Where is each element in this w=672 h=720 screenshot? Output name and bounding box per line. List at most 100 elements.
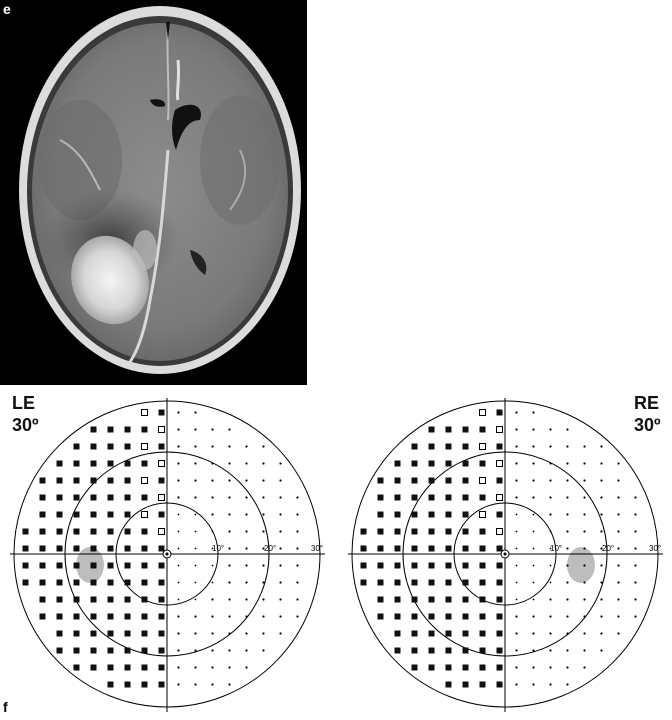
- seen-point: [194, 547, 197, 550]
- absolute-defect-point: [377, 528, 384, 535]
- absolute-defect-point: [411, 494, 418, 501]
- absolute-defect-point: [394, 562, 401, 569]
- seen-point: [549, 615, 552, 618]
- seen-point: [583, 547, 586, 550]
- seen-point: [617, 615, 620, 618]
- absolute-defect-point: [90, 477, 97, 484]
- seen-point: [245, 666, 248, 669]
- absolute-defect-point: [158, 409, 165, 416]
- absolute-defect-point: [56, 613, 63, 620]
- seen-point: [549, 445, 552, 448]
- seen-point: [617, 513, 620, 516]
- absolute-defect-point: [158, 681, 165, 688]
- absolute-defect-point: [107, 613, 114, 620]
- seen-point: [617, 632, 620, 635]
- seen-point: [262, 615, 265, 618]
- seen-point: [600, 632, 603, 635]
- seen-point: [177, 428, 180, 431]
- absolute-defect-point: [107, 630, 114, 637]
- relative-defect-point: [496, 426, 503, 433]
- relative-defect-point: [479, 443, 486, 450]
- seen-point: [617, 547, 620, 550]
- absolute-defect-point: [124, 528, 131, 535]
- relative-defect-point: [141, 443, 148, 450]
- absolute-defect-point: [411, 460, 418, 467]
- seen-point: [566, 479, 569, 482]
- seen-point: [245, 632, 248, 635]
- absolute-defect-point: [479, 494, 486, 501]
- seen-point: [515, 513, 518, 516]
- seen-point: [262, 530, 265, 533]
- absolute-defect-point: [90, 630, 97, 637]
- seen-point: [634, 513, 637, 516]
- seen-point: [566, 649, 569, 652]
- seen-point: [532, 462, 535, 465]
- absolute-defect-point: [462, 613, 469, 620]
- absolute-defect-point: [22, 562, 29, 569]
- seen-point: [211, 581, 214, 584]
- absolute-defect-point: [428, 528, 435, 535]
- seen-point: [177, 598, 180, 601]
- seen-point: [549, 649, 552, 652]
- absolute-defect-point: [394, 528, 401, 535]
- absolute-defect-point: [377, 613, 384, 620]
- absolute-defect-point: [56, 630, 63, 637]
- absolute-defect-point: [394, 477, 401, 484]
- seen-point: [634, 564, 637, 567]
- seen-point: [177, 547, 180, 550]
- absolute-defect-point: [39, 477, 46, 484]
- seen-point: [296, 564, 299, 567]
- seen-point: [228, 683, 231, 686]
- seen-point: [566, 683, 569, 686]
- absolute-defect-point: [107, 494, 114, 501]
- seen-point: [617, 598, 620, 601]
- seen-point: [194, 445, 197, 448]
- absolute-defect-point: [90, 545, 97, 552]
- seen-point: [262, 479, 265, 482]
- absolute-defect-point: [479, 460, 486, 467]
- seen-point: [549, 479, 552, 482]
- seen-point: [532, 598, 535, 601]
- absolute-defect-point: [445, 562, 452, 569]
- absolute-defect-point: [73, 511, 80, 518]
- seen-point: [515, 564, 518, 567]
- absolute-defect-point: [141, 630, 148, 637]
- seen-point: [228, 581, 231, 584]
- seen-point: [515, 666, 518, 669]
- seen-point: [177, 683, 180, 686]
- absolute-defect-point: [428, 596, 435, 603]
- absolute-defect-point: [124, 579, 131, 586]
- absolute-defect-point: [39, 528, 46, 535]
- absolute-defect-point: [107, 460, 114, 467]
- absolute-defect-point: [73, 528, 80, 535]
- seen-point: [194, 479, 197, 482]
- relative-defect-point: [141, 409, 148, 416]
- seen-point: [549, 462, 552, 465]
- relative-defect-point: [479, 409, 486, 416]
- absolute-defect-point: [73, 443, 80, 450]
- absolute-defect-point: [445, 613, 452, 620]
- seen-point: [583, 530, 586, 533]
- seen-point: [228, 496, 231, 499]
- absolute-defect-point: [141, 579, 148, 586]
- absolute-defect-point: [479, 528, 486, 535]
- absolute-defect-point: [496, 596, 503, 603]
- seen-point: [177, 462, 180, 465]
- seen-point: [245, 564, 248, 567]
- seen-point: [566, 513, 569, 516]
- seen-point: [617, 462, 620, 465]
- absolute-defect-point: [445, 681, 452, 688]
- seen-point: [262, 564, 265, 567]
- seen-point: [617, 479, 620, 482]
- seen-point: [532, 632, 535, 635]
- seen-point: [566, 666, 569, 669]
- seen-point: [583, 462, 586, 465]
- seen-point: [177, 411, 180, 414]
- seen-point: [583, 598, 586, 601]
- absolute-defect-point: [377, 511, 384, 518]
- absolute-defect-point: [428, 579, 435, 586]
- seen-point: [228, 479, 231, 482]
- seen-point: [532, 547, 535, 550]
- seen-point: [617, 564, 620, 567]
- seen-point: [600, 564, 603, 567]
